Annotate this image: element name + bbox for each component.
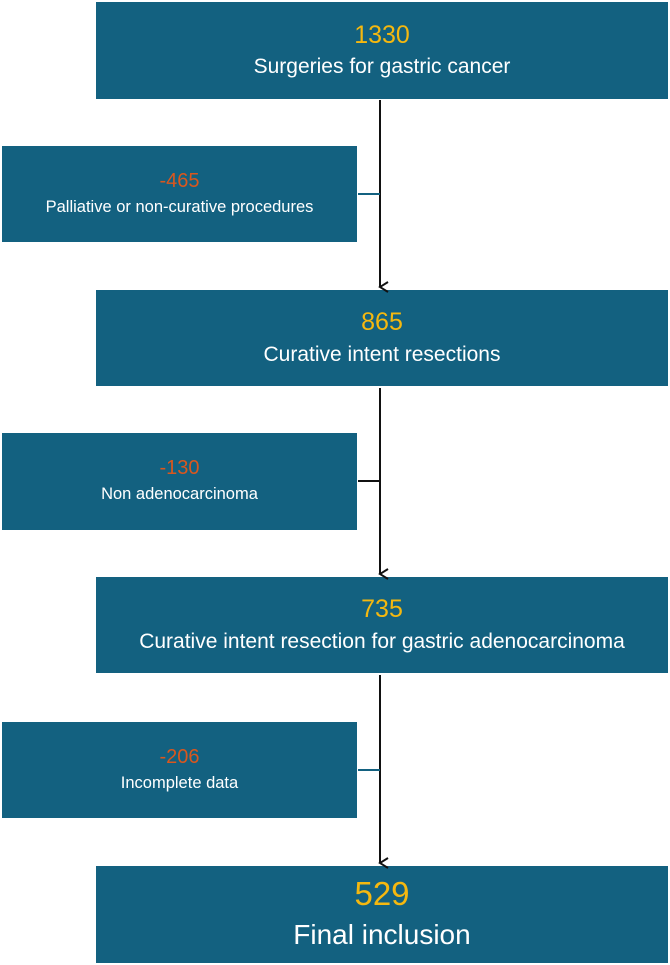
stage-count: 1330 xyxy=(354,20,410,49)
exclusion-box-incomplete-data: -206 Incomplete data xyxy=(2,722,357,818)
exclusion-label: Non adenocarcinoma xyxy=(101,485,258,504)
stage-label: Final inclusion xyxy=(293,919,471,951)
stage-box-final-inclusion: 529 Final inclusion xyxy=(96,866,668,963)
exclusion-count: -465 xyxy=(159,169,200,192)
stage-label: Curative intent resection for gastric ad… xyxy=(139,629,625,653)
stage-count: 529 xyxy=(354,875,410,913)
stage-label: Curative intent resections xyxy=(263,342,501,366)
exclusion-box-non-adenocarcinoma: -130 Non adenocarcinoma xyxy=(2,433,357,530)
exclusion-box-palliative: -465 Palliative or non-curative procedur… xyxy=(2,146,357,242)
exclusion-label: Palliative or non-curative procedures xyxy=(45,197,314,216)
stage-label: Surgeries for gastric cancer xyxy=(253,55,511,79)
stage-box-adenocarcinoma-resections: 735 Curative intent resection for gastri… xyxy=(96,577,668,673)
exclusion-count: -206 xyxy=(159,745,200,768)
stage-count: 865 xyxy=(361,308,403,337)
stage-box-curative-resections: 865 Curative intent resections xyxy=(96,290,668,386)
stage-count: 735 xyxy=(361,595,403,624)
stage-box-surgeries: 1330 Surgeries for gastric cancer xyxy=(96,2,668,99)
exclusion-count: -130 xyxy=(159,457,200,480)
exclusion-label: Incomplete data xyxy=(120,773,239,792)
